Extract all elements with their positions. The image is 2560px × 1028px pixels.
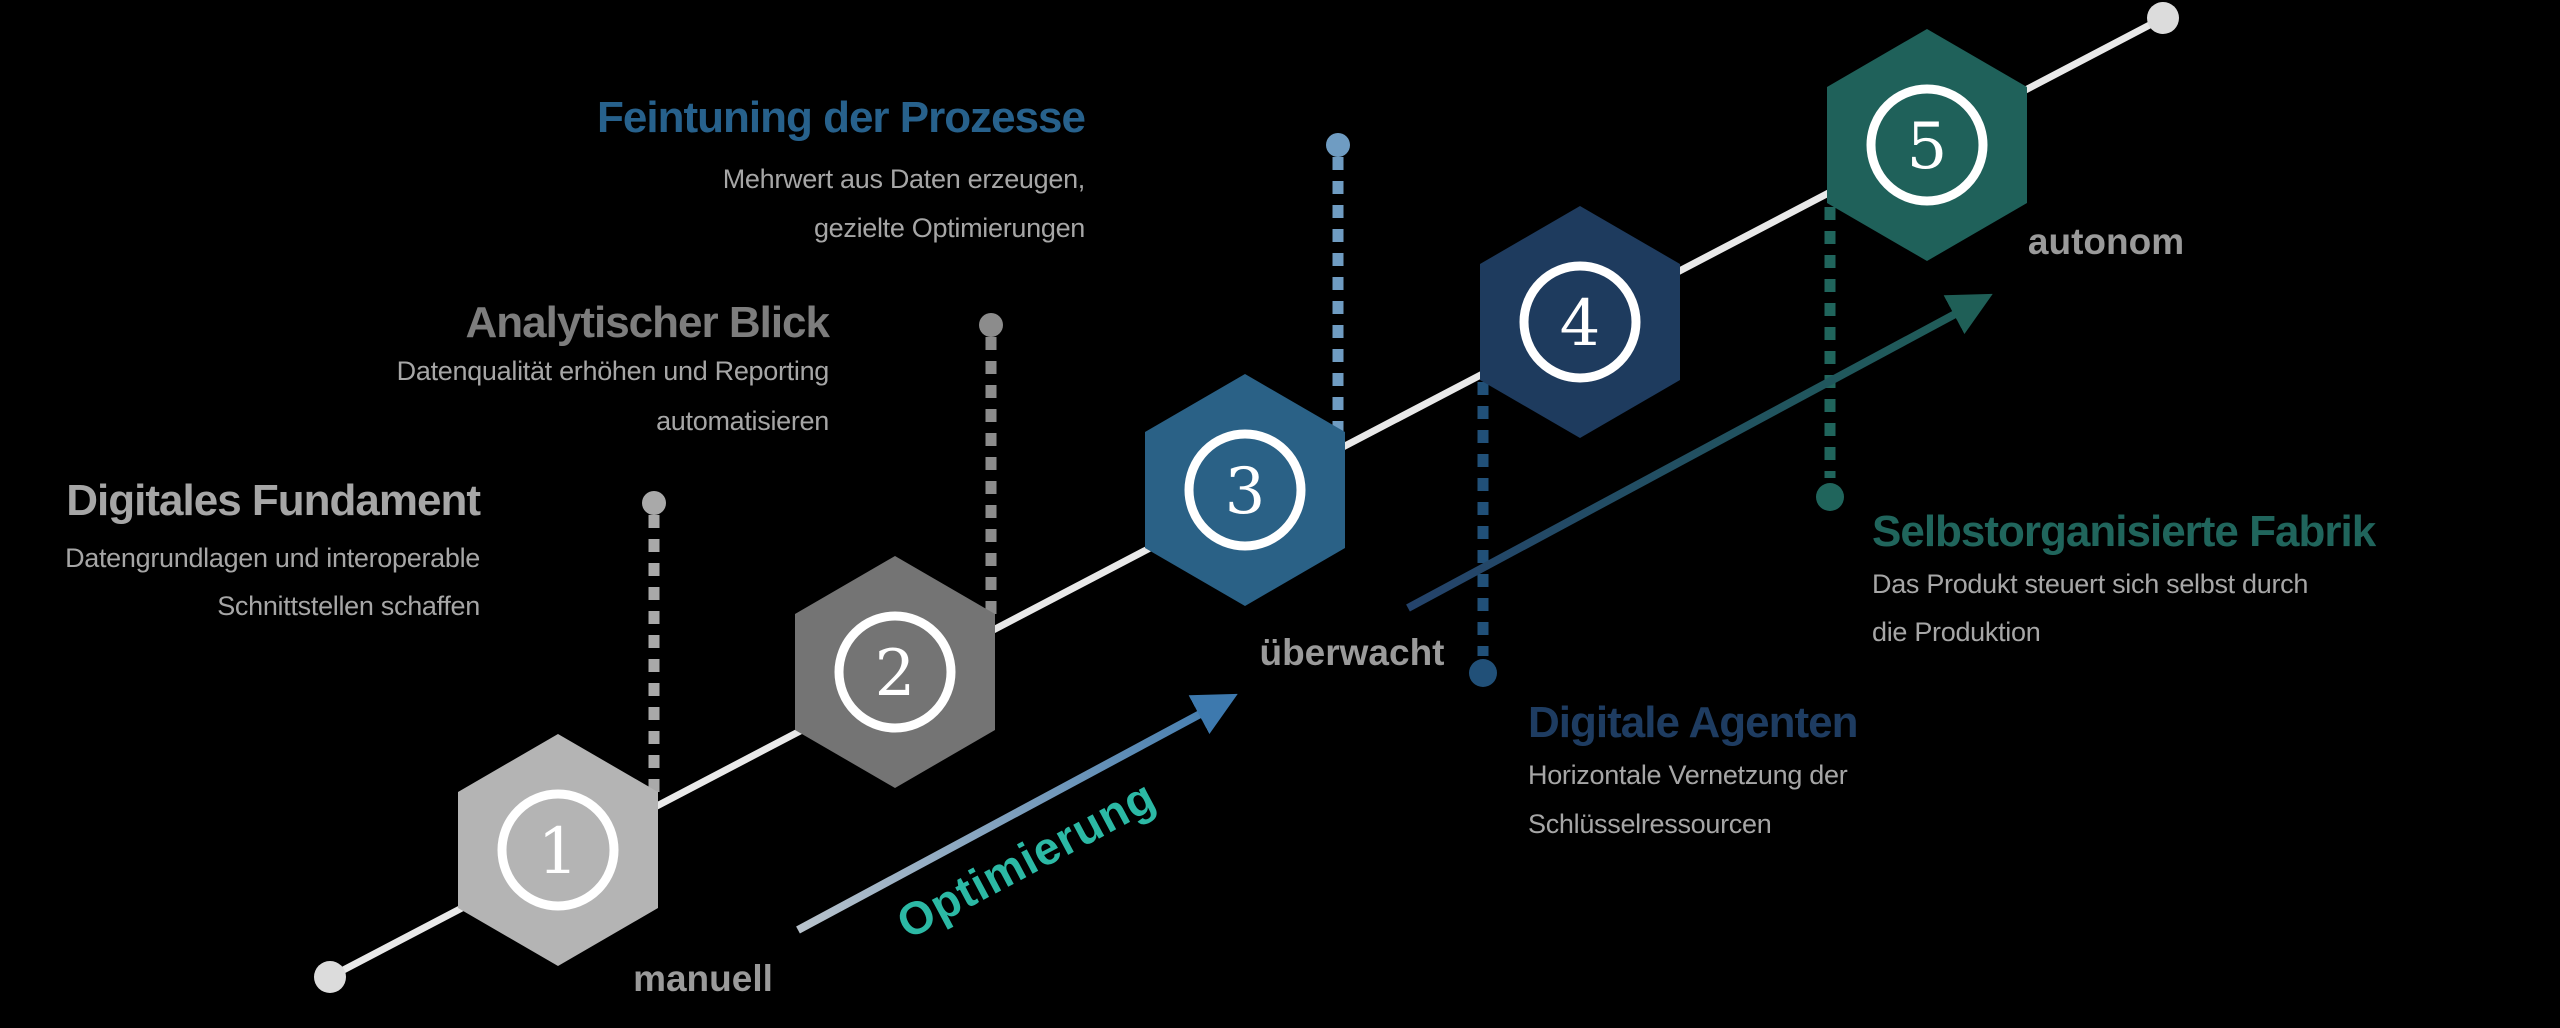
hexagon-stage2 bbox=[795, 556, 995, 788]
stage1-description-line2: Schnittstellen schaffen bbox=[217, 591, 480, 621]
connector-dot-stage4 bbox=[1469, 659, 1497, 687]
number-ring-stage2 bbox=[834, 611, 956, 733]
stage2-description-line2: automatisieren bbox=[656, 406, 829, 436]
stage3-description-line2: gezielte Optimierungen bbox=[814, 213, 1085, 243]
axis-label-ueberwacht: überwacht bbox=[1259, 632, 1444, 673]
number-stage1: 1 bbox=[538, 815, 579, 889]
axis-end-dot bbox=[2147, 2, 2179, 34]
connector-dot-stage2 bbox=[979, 313, 1003, 337]
stage3-title: Feintuning der Prozesse bbox=[597, 93, 1085, 142]
axis-start-dot bbox=[314, 961, 346, 993]
number-ring-stage4 bbox=[1519, 261, 1641, 383]
connector-dot-stage3 bbox=[1326, 133, 1350, 157]
stage4-description-line1: Horizontale Vernetzung der bbox=[1528, 760, 1848, 790]
number-stage4: 4 bbox=[1560, 287, 1601, 361]
hexagon-stage1 bbox=[458, 734, 658, 966]
optimization-arrow-lower bbox=[796, 693, 1238, 934]
stage2-description-line1: Datenqualität erhöhen und Reporting bbox=[397, 356, 829, 386]
stage3-description-line1: Mehrwert aus Daten erzeugen, bbox=[723, 164, 1085, 194]
axis-label-manuell: manuell bbox=[633, 958, 773, 999]
hexagon-stage3 bbox=[1145, 374, 1345, 606]
axis-label-autonom: autonom bbox=[2028, 221, 2184, 262]
number-ring-stage1 bbox=[497, 789, 619, 911]
connector-dot-stage5 bbox=[1816, 483, 1844, 511]
connector-dot-stage1 bbox=[642, 491, 666, 515]
stage5-title: Selbstorganisierte Fabrik bbox=[1872, 507, 2377, 556]
stage5-description-line1: Das Produkt steuert sich selbst durch bbox=[1872, 569, 2308, 599]
stage1-description-line1: Datengrundlagen und interoperable bbox=[65, 543, 480, 573]
stage2-title: Analytischer Blick bbox=[466, 298, 831, 347]
stage5-description-line2: die Produktion bbox=[1872, 617, 2040, 647]
stage1-title: Digitales Fundament bbox=[66, 476, 481, 525]
number-ring-stage5 bbox=[1866, 84, 1988, 206]
hexagon-stage5 bbox=[1827, 29, 2027, 261]
hexagon-stage4 bbox=[1480, 206, 1680, 438]
number-ring-stage3 bbox=[1184, 429, 1306, 551]
number-stage2: 2 bbox=[875, 637, 916, 711]
number-stage3: 3 bbox=[1225, 455, 1266, 529]
optimization-arrow-upper bbox=[1406, 293, 1993, 612]
stage4-title: Digitale Agenten bbox=[1528, 698, 1858, 747]
stage4-description-line2: Schlüsselressourcen bbox=[1528, 809, 1771, 839]
number-stage5: 5 bbox=[1907, 110, 1948, 184]
